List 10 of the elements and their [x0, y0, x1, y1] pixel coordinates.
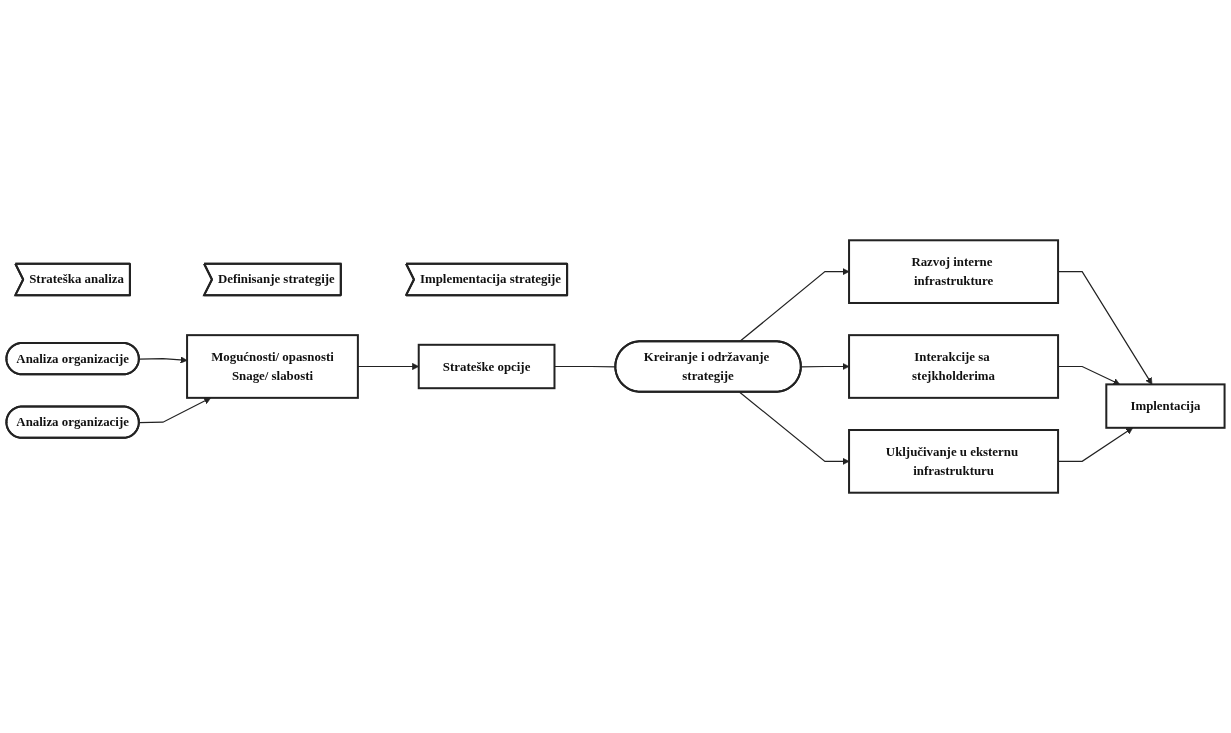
- node-box: Uključivanje u eksternu infrastrukturu: [848, 429, 1060, 494]
- arrow: [800, 362, 850, 371]
- node-box: Mogućnosti/ opasnosti Snage/ slabosti: [186, 334, 359, 399]
- arrow: [739, 391, 850, 465]
- node-box: Strateške opcije: [417, 343, 556, 390]
- arrow: [138, 356, 188, 364]
- node-box: Interakcije sa stejkholderima: [848, 334, 1060, 399]
- node-box: Implentacija: [1105, 383, 1226, 429]
- arrow: [138, 397, 212, 424]
- node-box: Razvoj interne infrastrukture: [848, 239, 1060, 304]
